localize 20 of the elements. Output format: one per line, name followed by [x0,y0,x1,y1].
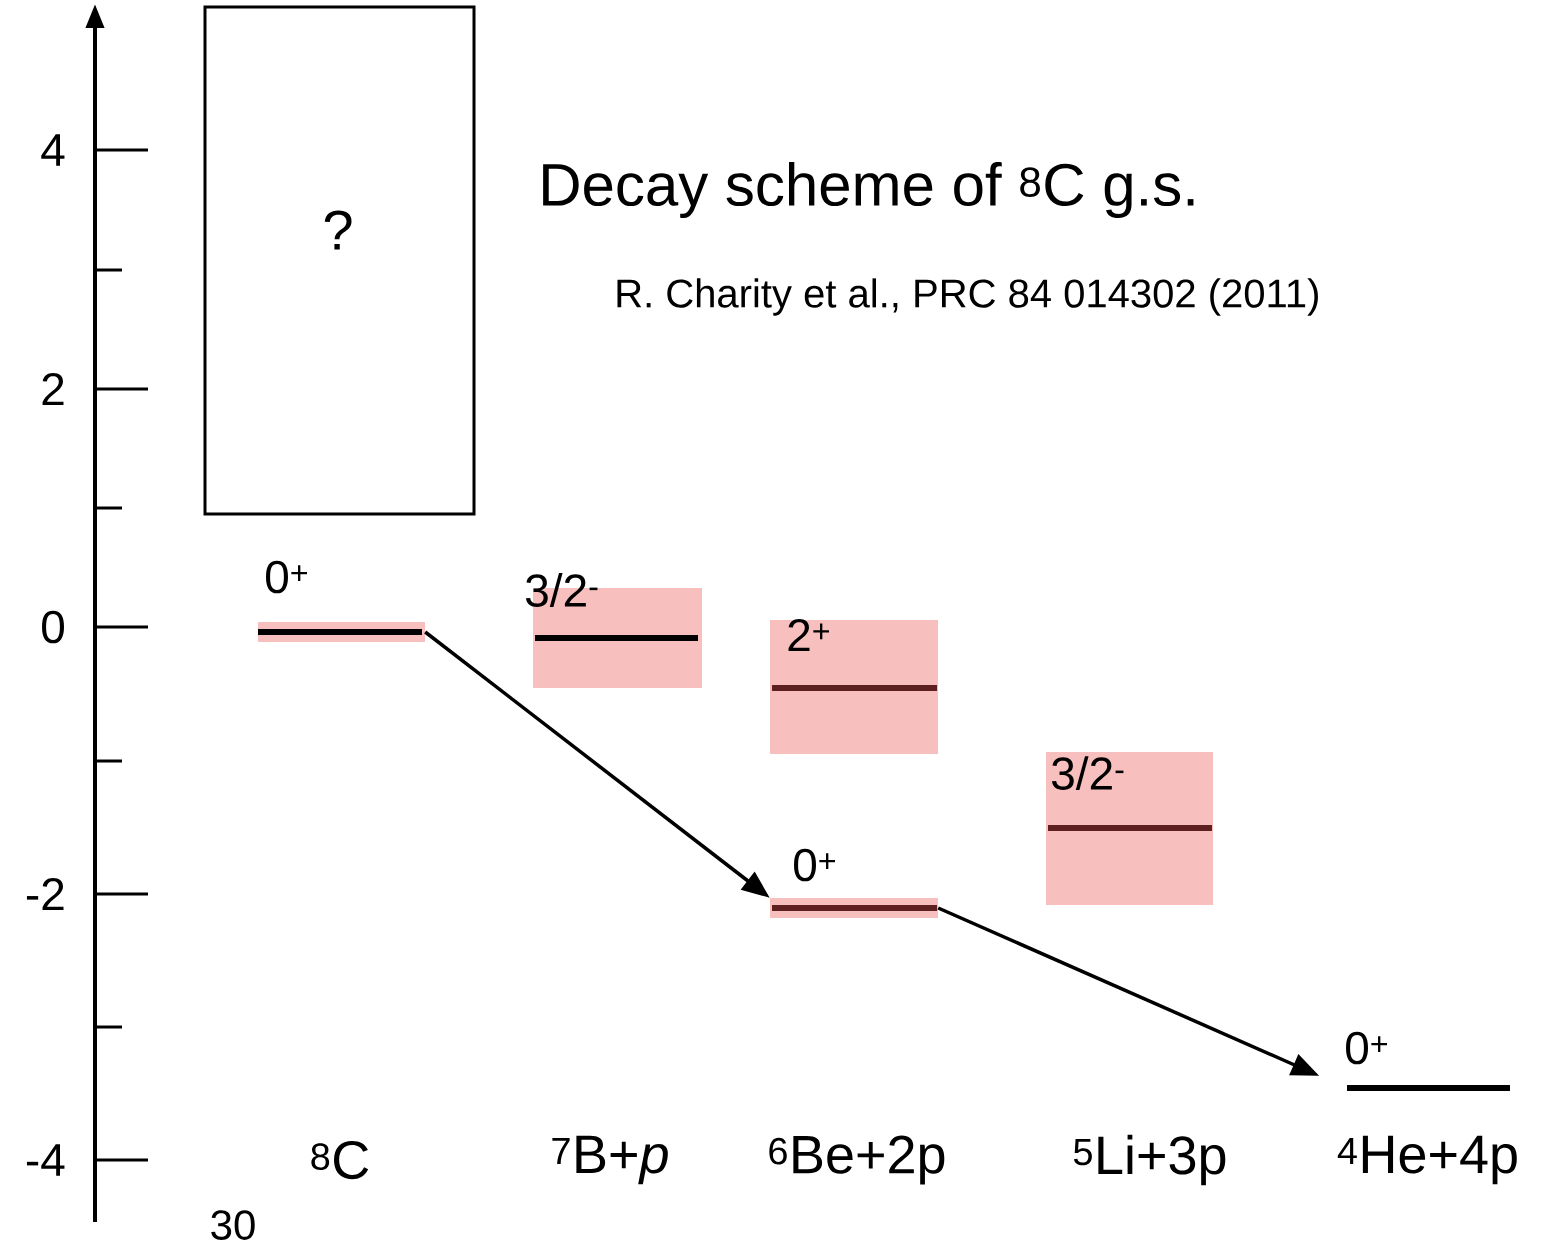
node-label: 0$^{+}$ [794,848,836,882]
tick-label: 0 [42,610,64,644]
tick-label: -4 [26,1144,65,1176]
energy-level: 3/2$^{-}$ [525,573,702,688]
energy-level: 3/2$^{-}$ [1046,752,1213,905]
citation: R. Charity et al., PRC 84 014302 (2011) [617,278,1318,316]
tick-label: 4 [41,134,65,166]
node-label: 0$^{+}$ [266,560,308,594]
energy-level: 2$^{+}$ [770,618,938,754]
tick-label: 2 [42,372,64,406]
energy-level: 0$^{+}$ [770,848,938,918]
channel-label: $^{6}$Be+2p [769,1135,945,1185]
title: Decay scheme of $^{8}$C g.s. [543,162,1194,218]
axis-note: 30 [211,1210,255,1240]
tick-label: -2 [26,877,64,911]
energy-level: 0$^{+}$ [258,560,425,642]
unknown-state-box: ? [203,5,476,516]
channel-label: $^{7}$B+p [552,1135,668,1185]
channel-label: $^{8}$C [311,1140,369,1180]
channel-label: $^{5}$Li+3p [1073,1134,1226,1186]
